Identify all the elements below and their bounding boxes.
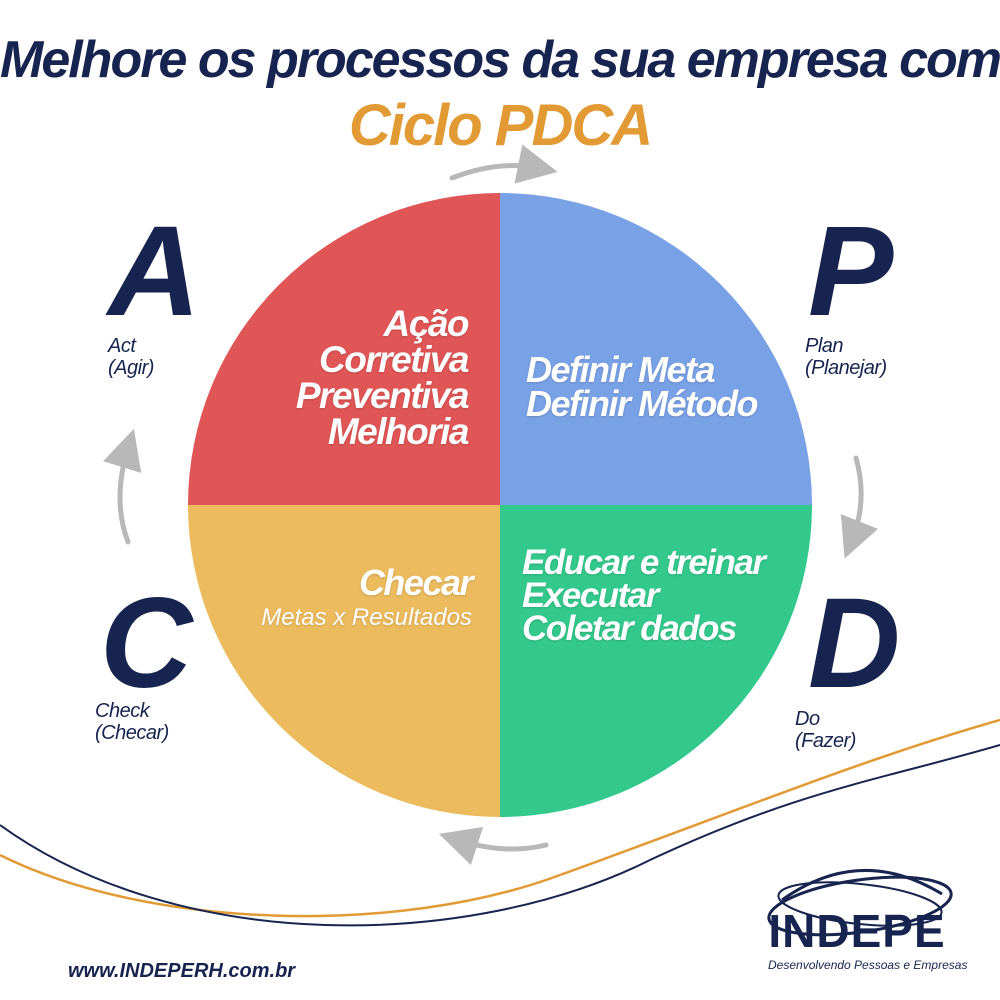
logo-tagline: Desenvolvendo Pessoas e Empresas — [768, 958, 968, 972]
decorative-swoosh-orange — [0, 718, 1000, 918]
decorative-swoosh-navy — [0, 744, 1000, 927]
phase-do-translation: (Fazer) — [795, 730, 856, 752]
quadrant-act-shape — [188, 193, 500, 505]
quadrant-plan-text: Definir Meta Definir Método — [526, 349, 758, 424]
quadrant-act-line: Preventiva — [295, 375, 470, 416]
phase-do-letter: D — [808, 572, 901, 715]
phase-plan-letter: P — [808, 200, 894, 343]
quadrant-plan-line: Definir Meta — [526, 349, 716, 390]
logo-name: INDEPE — [768, 905, 946, 957]
quadrant-do-text: Educar e treinar Executar Coletar dados — [522, 543, 766, 648]
website-link[interactable]: www.INDEPERH.com.br — [68, 960, 296, 982]
page-subtitle: Ciclo PDCA — [348, 93, 653, 158]
phase-act-label: Act (Agir) — [108, 335, 154, 379]
quadrant-act-text: Ação Corretiva Preventiva Melhoria — [295, 303, 470, 452]
phase-check-name: Check — [95, 700, 150, 722]
phase-do-name: Do — [795, 708, 820, 730]
cycle-arrow-top-icon — [449, 144, 558, 184]
phase-plan-label: Plan (Planejar) — [805, 335, 887, 379]
phase-do-label: Do (Fazer) — [795, 708, 856, 752]
quadrant-act-line: Melhoria — [327, 411, 470, 452]
quadrant-check-text: Checar Metas x Resultados — [261, 562, 474, 633]
phase-act-letter: A — [108, 200, 201, 343]
quadrant-do-line: Executar — [522, 576, 659, 615]
quadrant-do-line: Coletar dados — [522, 609, 737, 648]
quadrant-do-shape — [500, 505, 812, 817]
quadrant-act-line: Corretiva — [319, 339, 469, 380]
phase-check-letter: C — [100, 572, 193, 715]
cycle-arrow-right-icon — [840, 455, 878, 559]
indepe-logo — [767, 869, 953, 937]
phase-act-name: Act — [108, 335, 136, 357]
quadrant-check-line: Metas x Resultados — [261, 604, 472, 631]
phase-check-translation: (Checar) — [95, 722, 169, 744]
quadrant-plan-shape — [500, 193, 812, 505]
quadrant-check-shape — [188, 505, 500, 817]
quadrant-act-line: Ação — [383, 303, 470, 344]
cycle-arrow-bottom-icon — [438, 827, 549, 866]
page-title: Melhore os processos da sua empresa com … — [0, 31, 1000, 89]
phase-check-label: Check (Checar) — [95, 700, 169, 744]
phase-act-translation: (Agir) — [108, 357, 154, 379]
cycle-arrow-left-icon — [103, 428, 142, 545]
quadrant-check-line: Checar — [358, 562, 474, 603]
phase-plan-name: Plan — [805, 335, 844, 357]
phase-plan-translation: (Planejar) — [805, 357, 887, 379]
quadrant-plan-line: Definir Método — [526, 383, 758, 424]
quadrant-do-line: Educar e treinar — [522, 543, 766, 582]
